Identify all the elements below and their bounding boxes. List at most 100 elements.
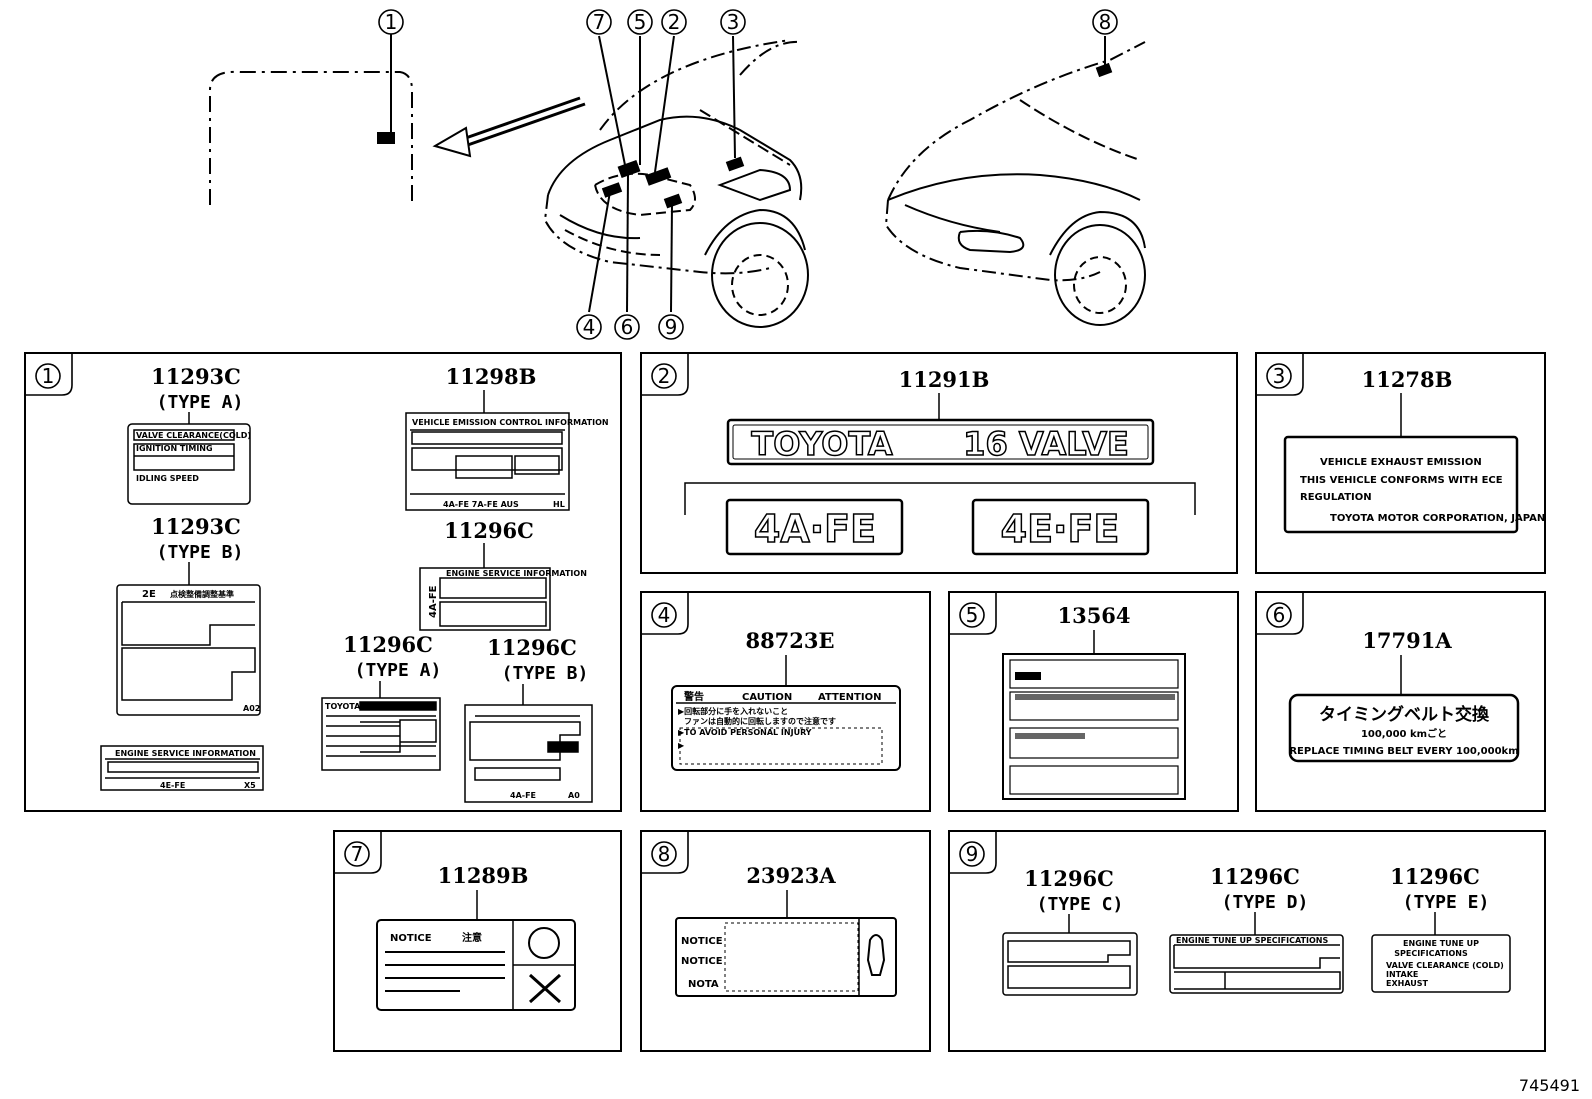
diagram-code: 745491 — [1518, 1076, 1580, 1095]
callout-7-label: 7 — [593, 10, 606, 34]
part-11293C-b-type: (TYPE B) — [157, 542, 244, 563]
part-23923A: 23923A — [746, 863, 836, 888]
part-11293C-a: 11293C — [151, 364, 241, 389]
panel-4: 88723E 警告 CAUTION ATTENTION ▶回転部分に手を入れない… — [671, 628, 901, 771]
part-11296C: 11296C — [444, 518, 534, 543]
panel-6: 17791A タイミングベルト交換 100,000 kmごと REPLACE T… — [1288, 628, 1520, 763]
l9-e-t2: SPECIFICATIONS — [1394, 949, 1468, 958]
l6-text-3: REPLACE TIMING BELT EVERY 100,000km — [1289, 746, 1518, 757]
panel-8-number: 8 — [658, 842, 671, 866]
part-11296C-b-type: (TYPE B) — [502, 663, 589, 684]
label-hl: HL — [553, 500, 565, 509]
part-11278B: 11278B — [1362, 367, 1453, 392]
panel-frames — [24, 352, 1546, 1052]
part-11296C-a-type: (TYPE A) — [355, 660, 442, 681]
l9-e-t3: VALVE CLEARANCE (COLD) — [1386, 961, 1504, 970]
part-11296C-d: 11296C — [1210, 864, 1300, 889]
l9-e-t4: INTAKE — [1386, 970, 1418, 979]
l9-e-t1: ENGINE TUNE UP — [1403, 939, 1479, 948]
emblem-toyota: TOYOTA — [751, 425, 892, 463]
emblem-4a-fe: 4A·FE — [754, 507, 876, 551]
callout-1-label: 1 — [385, 10, 398, 34]
callout-5-label: 5 — [634, 10, 647, 34]
part-11296C-e: 11296C — [1390, 864, 1480, 889]
l8-notice-2: NOTICE — [681, 956, 723, 967]
emblem-4e-fe: 4E·FE — [1001, 507, 1120, 551]
panel-7: 11289B NOTICE 注意 — [376, 863, 576, 1011]
part-11293C-a-type: (TYPE A) — [157, 392, 244, 413]
l7-chui: 注意 — [462, 931, 482, 944]
callout-4-label: 4 — [583, 315, 596, 339]
callout-8-label: 8 — [1099, 10, 1112, 34]
label-engine-side: 4A-FE — [428, 585, 439, 618]
panel-2: 11291B TOYOTA 16 VALVE 4A·FE 4E·FE — [684, 367, 1196, 556]
callout-6-label: 6 — [621, 315, 634, 339]
l4-h3: ATTENTION — [818, 692, 881, 703]
l6-text-1: タイミングベルト交換 — [1319, 704, 1490, 725]
part-17791A: 17791A — [1362, 628, 1452, 653]
label-toyota-small: TOYOTA — [325, 702, 361, 711]
part-11291B: 11291B — [899, 367, 990, 392]
part-88723E: 88723E — [745, 628, 834, 653]
l9-e-t5: EXHAUST — [1386, 979, 1429, 988]
part-13564: 13564 — [1057, 603, 1130, 628]
label-ignition-timing: IGNITION TIMING — [136, 444, 213, 453]
part-11289B: 11289B — [438, 863, 529, 888]
label-engine-service-4e: ENGINE SERVICE INFORMATION — [115, 749, 256, 758]
label-a0: A0 — [568, 791, 580, 800]
label-engines: 4A-FE 7A-FE AUS — [443, 500, 519, 509]
panel-3-number: 3 — [1273, 364, 1286, 388]
label-2e: 2E — [142, 589, 156, 600]
emblem-16-valve: 16 VALVE — [963, 425, 1129, 463]
panel-5: 13564 — [1002, 603, 1186, 800]
label-4efe: 4E-FE — [160, 781, 185, 790]
l9-d-title: ENGINE TUNE UP SPECIFICATIONS — [1176, 936, 1328, 945]
l8-notice-1: NOTICE — [681, 936, 723, 947]
callout-3-label: 3 — [727, 10, 740, 34]
label-valve-clearance: VALVE CLEARANCE(COLD) — [136, 431, 251, 440]
l3-text-2: THIS VEHICLE CONFORMS WITH ECE — [1300, 475, 1503, 486]
l4-t2: ファンは自動的に回転しますので注意です — [684, 716, 836, 726]
part-11296C-b: 11296C — [487, 635, 577, 660]
panel-tabs — [25, 353, 1304, 874]
label-x5: X5 — [244, 781, 256, 790]
label-engine-service-title: ENGINE SERVICE INFORMATION — [446, 569, 587, 578]
label-2e-title: 点検整備調整基準 — [170, 589, 234, 599]
part-11296C-c: 11296C — [1024, 866, 1114, 891]
l3-text-3: REGULATION — [1300, 492, 1372, 503]
label-vehicle-emission-title: VEHICLE EMISSION CONTROL INFORMATION — [412, 418, 609, 427]
l6-text-2: 100,000 kmごと — [1361, 727, 1447, 740]
panel-9-number: 9 — [966, 842, 979, 866]
l4-t1: ▶回転部分に手を入れないこと — [678, 706, 788, 716]
panel-1: 11293C (TYPE A) 11293C (TYPE B) 11298B 1… — [100, 364, 609, 803]
l4-t3: ▶TO AVOID PERSONAL INJURY — [678, 728, 812, 737]
panel-3: 11278B VEHICLE EXHAUST EMISSION THIS VEH… — [1283, 367, 1545, 534]
part-11296C-a: 11296C — [343, 632, 433, 657]
top-callouts — [378, 9, 1118, 340]
label-idling-speed: IDLING SPEED — [136, 474, 199, 483]
panel-5-number: 5 — [966, 603, 979, 627]
part-11296C-d-type: (TYPE D) — [1222, 892, 1309, 913]
callout-9-label: 9 — [665, 315, 678, 339]
l4-h1: 警告 — [683, 690, 704, 703]
panel-2-number: 2 — [658, 364, 671, 388]
part-11293C-b: 11293C — [151, 514, 241, 539]
l4-t4: ▶ — [678, 741, 685, 750]
label-4afe-b: 4A-FE — [510, 791, 536, 800]
l8-nota: NOTA — [688, 979, 719, 990]
panel-7-number: 7 — [351, 842, 364, 866]
part-11296C-c-type: (TYPE C) — [1037, 894, 1124, 915]
l7-notice: NOTICE — [390, 933, 432, 944]
panel-8: 23923A NOTICE NOTICE NOTA — [675, 863, 897, 997]
car-illustration — [209, 32, 1146, 328]
l3-text-4: TOYOTA MOTOR CORPORATION, JAPAN — [1330, 513, 1545, 524]
part-11296C-e-type: (TYPE E) — [1403, 892, 1490, 913]
part-11298B: 11298B — [446, 364, 537, 389]
l4-h2: CAUTION — [742, 692, 792, 703]
callout-2-label: 2 — [668, 10, 681, 34]
panel-9: 11296C (TYPE C) 11296C (TYPE D) 11296C (… — [1002, 864, 1511, 996]
panel-1-number: 1 — [42, 364, 55, 388]
l3-text-1: VEHICLE EXHAUST EMISSION — [1320, 457, 1482, 468]
panel-6-number: 6 — [1273, 603, 1286, 627]
